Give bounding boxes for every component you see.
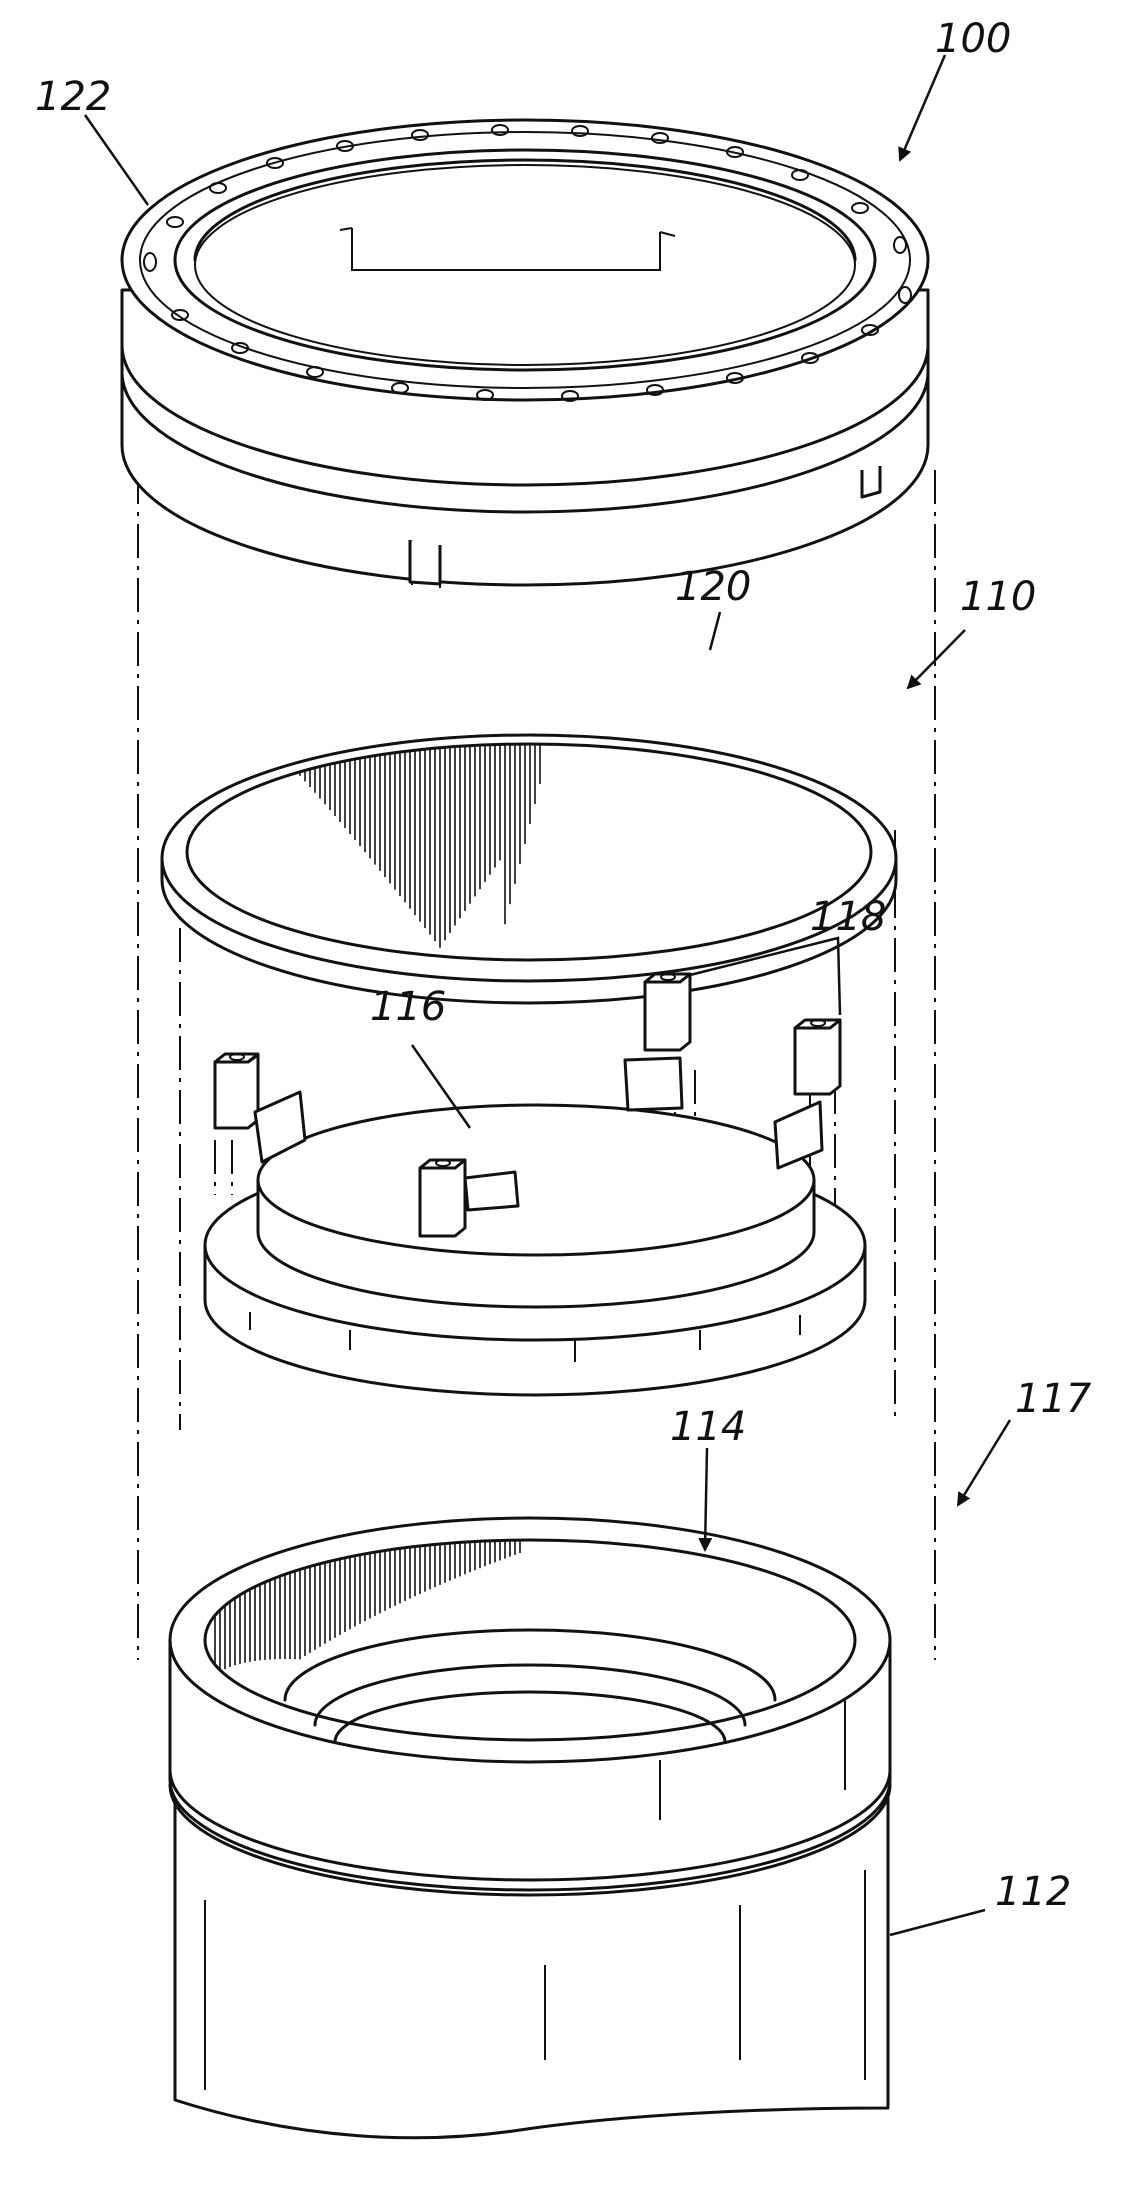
magnet-block [420,1160,465,1236]
retaining-ring-122 [122,120,928,588]
housing-112 [170,1518,890,2138]
label-117: 117 [1015,1376,1092,1422]
carrier-plate-116 [205,1105,865,1395]
label-114: 114 [670,1404,746,1450]
label-122: 122 [35,74,111,120]
leader-122 [85,115,148,205]
arrow-110 [908,630,965,688]
magnet-block [645,974,690,1050]
magnet-block [795,1020,840,1094]
label-116: 116 [370,984,446,1030]
pole-shoe [775,1102,822,1168]
pole-shoe [465,1172,518,1210]
pole-shoe [625,1058,682,1110]
leader-112 [890,1910,985,1935]
label-112: 112 [995,1869,1071,1915]
label-110: 110 [960,574,1036,620]
leader-120 [710,612,720,650]
arrow-117 [958,1420,1010,1505]
arrow-100 [900,55,945,160]
membrane-disc-120 [162,735,896,1003]
label-118: 118 [810,894,886,940]
label-120: 120 [675,564,751,610]
magnet-block [215,1054,258,1128]
label-100: 100 [935,16,1011,62]
